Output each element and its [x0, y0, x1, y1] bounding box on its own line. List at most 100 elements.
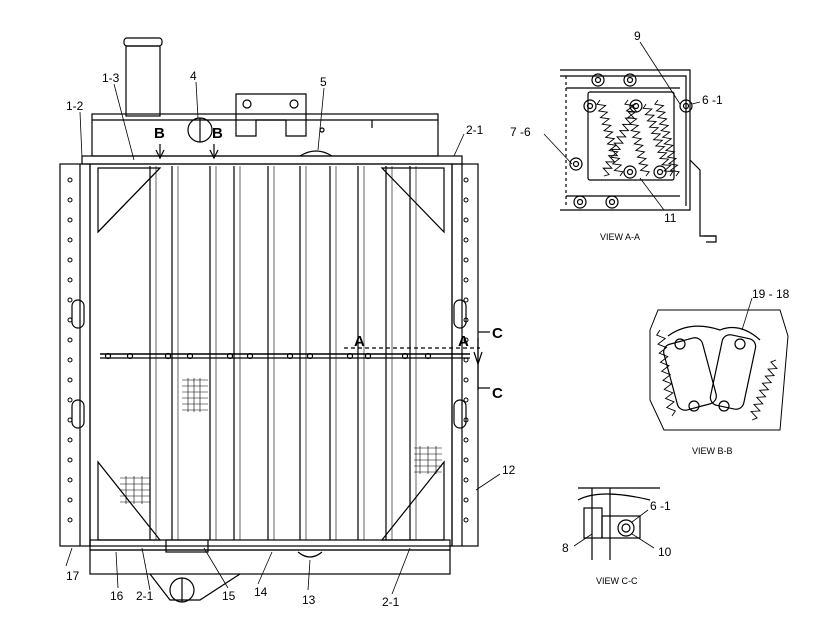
bolt [364, 352, 372, 360]
label-9: 9 [634, 29, 641, 43]
section-arrows [155, 144, 490, 390]
core-mesh [120, 378, 442, 504]
bolt [629, 99, 643, 113]
bolt [573, 195, 587, 209]
core-tubes [149, 166, 417, 540]
label-1-2: 1-2 [66, 99, 84, 113]
side-hole [463, 477, 469, 483]
side-hole [463, 397, 469, 403]
side-hole [67, 397, 73, 403]
section-b-right: B [212, 125, 223, 142]
label-2-1-bottom-right: 2-1 [382, 595, 400, 609]
section-a-right: A [458, 333, 469, 350]
side-hole [67, 277, 73, 283]
label-8: 8 [562, 541, 569, 555]
section-markers: B B A A C C [154, 125, 503, 402]
side-hole [67, 177, 73, 183]
side-hole [463, 437, 469, 443]
bolt [569, 157, 583, 171]
bolt-center [632, 102, 640, 110]
side-hole [67, 497, 73, 503]
view-captions: VIEW A-A VIEW B-B VIEW C-C [596, 232, 733, 586]
side-hole [67, 437, 73, 443]
bolt [401, 352, 409, 360]
side-hole [463, 357, 469, 363]
label-16: 16 [110, 589, 124, 603]
side-hole [67, 417, 73, 423]
bolt [126, 352, 134, 360]
bolt [623, 165, 637, 179]
label-6-1-view-aa: 6 -1 [702, 93, 723, 107]
label-19-18: 19 - 18 [752, 287, 790, 301]
view-aa-detail [543, 41, 717, 243]
side-hole [67, 477, 73, 483]
bolt-center [656, 168, 664, 176]
label-13: 13 [302, 593, 316, 607]
view-cc-detail [573, 487, 660, 560]
side-hole [463, 177, 469, 183]
bolt [623, 73, 637, 87]
side-hole [463, 197, 469, 203]
section-c-top: C [492, 325, 503, 342]
part-labels: 1-3 4 5 1-2 2-1 17 16 2-1 15 14 13 2-1 1… [66, 29, 790, 609]
label-17: 17 [66, 569, 80, 583]
bolt-center [682, 102, 690, 110]
label-15: 15 [222, 589, 236, 603]
bolt [583, 99, 597, 113]
bolt [246, 352, 254, 360]
side-hole [67, 517, 73, 523]
side-hole [67, 457, 73, 463]
bolt [424, 352, 432, 360]
bolt [679, 99, 693, 113]
bolt [186, 352, 194, 360]
bolt-center [626, 76, 634, 84]
section-b-left: B [154, 125, 165, 142]
view-bb-detail [649, 297, 789, 431]
bolt [306, 352, 314, 360]
side-hole [67, 197, 73, 203]
spring [750, 359, 778, 421]
leader-lines [65, 81, 501, 595]
bolt-center [586, 102, 594, 110]
bottom-tank [89, 539, 451, 603]
side-hole [463, 237, 469, 243]
side-hole [67, 357, 73, 363]
bolt [653, 165, 667, 179]
bolt-center [626, 168, 634, 176]
radiator-main [59, 37, 479, 603]
spring [596, 99, 624, 177]
side-hole [67, 237, 73, 243]
caption-view-cc: VIEW C-C [596, 576, 638, 586]
bolt [226, 352, 234, 360]
section-a-left: A [354, 333, 365, 350]
side-hole [463, 457, 469, 463]
spring [654, 99, 680, 177]
side-hole [67, 337, 73, 343]
bolt [286, 352, 294, 360]
label-2-1-top: 2-1 [466, 123, 484, 137]
filler-neck [123, 37, 163, 117]
side-hole [67, 377, 73, 383]
side-hole [67, 297, 73, 303]
caption-view-aa: VIEW A-A [600, 232, 640, 242]
spring [642, 103, 674, 177]
side-hole [463, 257, 469, 263]
label-7-6: 7 -6 [510, 125, 531, 139]
bolt [605, 195, 619, 209]
side-plate-holes [67, 177, 469, 523]
bolt-center [608, 198, 616, 206]
bolt-center [594, 76, 602, 84]
side-hole [67, 257, 73, 263]
label-4: 4 [190, 69, 197, 83]
side-hole [67, 317, 73, 323]
spring [655, 329, 677, 417]
label-14: 14 [254, 585, 268, 599]
bolt [591, 73, 605, 87]
bolt [164, 352, 172, 360]
side-hole [463, 517, 469, 523]
side-hole [463, 297, 469, 303]
side-hole [463, 277, 469, 283]
top-tank [91, 93, 439, 157]
caption-view-bb: VIEW B-B [692, 446, 733, 456]
